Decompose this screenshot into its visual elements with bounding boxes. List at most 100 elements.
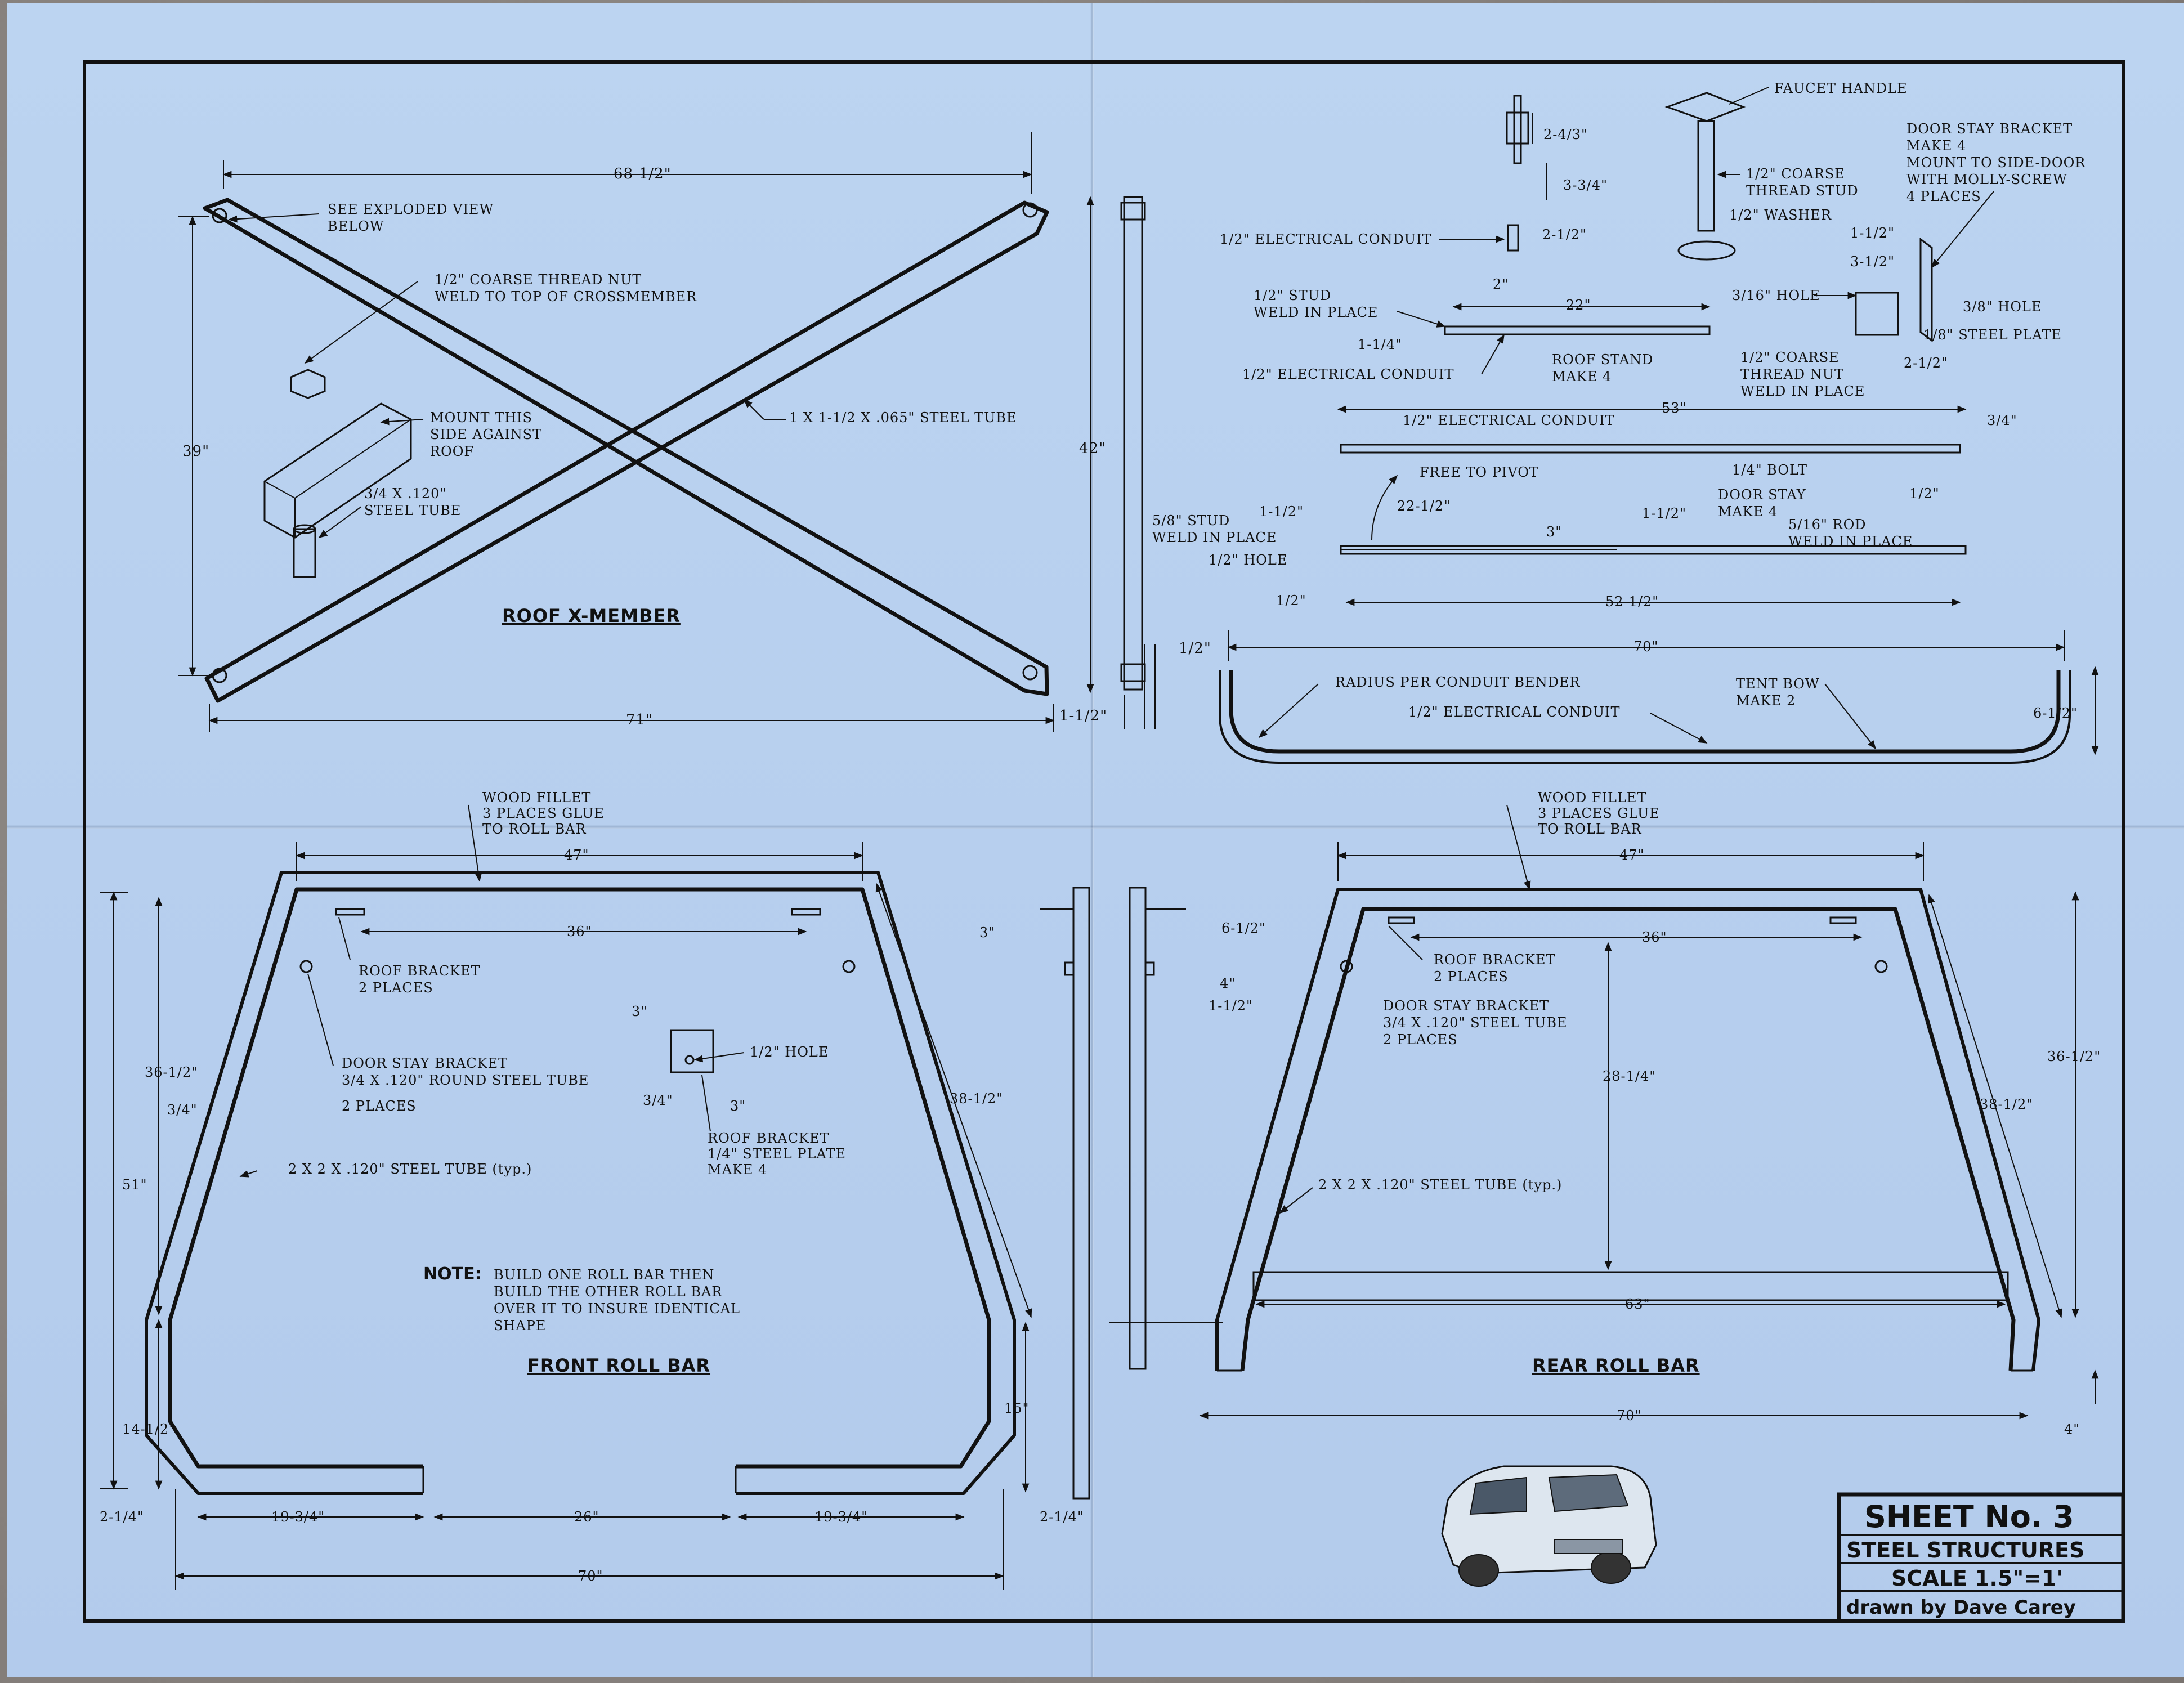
front-d-15: 15" (1004, 1400, 1030, 1416)
front-d-3812: 38-1/2" (950, 1091, 1003, 1107)
rear-rb-2: 2 PLACES (1434, 969, 1509, 984)
front-d-47: 47" (564, 847, 589, 863)
part-d-212: 2-1/2" (1542, 227, 1587, 243)
rear-rb-1: ROOF BRACKET (1434, 952, 1556, 968)
part-washer: 1/2" WASHER (1729, 207, 1832, 223)
rear-fillet-3: TO ROLL BAR (1538, 821, 1642, 837)
roof-exploded-2: BELOW (328, 218, 384, 234)
front-note-4: SHAPE (494, 1318, 546, 1333)
part-d-612: 6-1/2" (2033, 705, 2078, 721)
front-note-1: BUILD ONE ROLL BAR THEN (494, 1267, 714, 1283)
part-dsb-d312: 3-1/2" (1850, 254, 1895, 270)
part-s58-2: WELD IN PLACE (1152, 530, 1277, 545)
rear-roll-bar-outer (1240, 907, 2016, 1371)
rear-dsb-1: DOOR STAY BRACKET (1383, 998, 1549, 1014)
part-conduit-rs: 1/2" ELECTRICAL CONDUIT (1242, 366, 1454, 382)
part-rod-1: 5/16" ROD (1788, 517, 1867, 532)
part-ds-1: DOOR STAY (1718, 487, 1806, 503)
rear-d-4: 4" (2064, 1421, 2080, 1437)
front-d-26: 26" (574, 1509, 599, 1525)
front-d-1934a: 19-3/4" (271, 1509, 325, 1525)
bracket-hole: 1/2" HOLE (750, 1044, 829, 1060)
roof-nut-1: 1/2" COARSE THREAD NUT (435, 272, 642, 288)
rear-dsb-2: 3/4 X .120" STEEL TUBE (1383, 1015, 1568, 1031)
roof-main-tube: 1 X 1-1/2 X .065" STEEL TUBE (789, 410, 1017, 426)
part-hole-38: 3/8" HOLE (1963, 299, 2042, 315)
drawing-canvas: 68-1/2" 39" 71" 42" 1/2" 1-1/2" SEE EXPL… (83, 60, 2125, 1623)
part-faucet: FAUCET HANDLE (1774, 80, 1908, 96)
rear-dsb-3: 2 PLACES (1383, 1032, 1458, 1048)
faucet-handle-part (1664, 92, 1746, 122)
front-fillet-2: 3 PLACES GLUE (482, 805, 605, 821)
part-plate-18: 1/8" STEEL PLATE (1923, 327, 2062, 343)
part-conduit-ds: 1/2" ELECTRICAL CONDUIT (1403, 413, 1614, 428)
part-d-12b: 1/2" (1276, 593, 1306, 608)
crossmember-part (263, 402, 412, 539)
rear-d-70: 70" (1617, 1408, 1642, 1424)
part-d-12r: 1/2" (1909, 486, 1940, 502)
rear-d-36: 36" (1642, 929, 1667, 945)
roof-dim-bottom: 71" (626, 711, 653, 728)
part-bolt: 1/4" BOLT (1732, 462, 1807, 478)
part-rod-2: WELD IN PLACE (1788, 534, 1913, 549)
bracket-d-3b: 3" (730, 1098, 746, 1114)
rear-d-2814: 28-1/4" (1603, 1068, 1656, 1084)
front-d-1934b: 19-3/4" (814, 1509, 868, 1525)
roof-bracket-detail: 3" 1/2" HOLE 3/4" 3" ROOF BRACKET 1/4" S… (632, 1004, 846, 1178)
bracket-d-34: 3/4" (643, 1093, 673, 1108)
nut-part (290, 369, 326, 399)
part-rs-2: MAKE 4 (1552, 369, 1612, 384)
front-rb-2: 2 PLACES (359, 980, 433, 996)
x-member-tube-a (203, 198, 1049, 696)
roof-dim-side-b2: 1-1/2" (1059, 708, 1107, 724)
rear-title: REAR ROLL BAR (1532, 1355, 1700, 1376)
horizontal-fold-crease (7, 825, 2184, 829)
part-d-114: 1-1/4" (1358, 337, 1402, 352)
part-rs-1: ROOF STAND (1552, 352, 1653, 368)
front-note-2: BUILD THE OTHER ROLL BAR (494, 1284, 722, 1300)
part-d-243: 2-4/3" (1543, 127, 1588, 142)
front-d-1412: 14-1/2" (122, 1421, 176, 1437)
part-dsb-2: MAKE 4 (1906, 138, 1966, 154)
part-d-334: 3-3/4" (1563, 177, 1608, 193)
roof-exploded-1: SEE EXPLODED VIEW (328, 202, 494, 217)
sheet-scale: SCALE 1.5"=1' (1891, 1566, 2063, 1591)
roof-mount-2: SIDE AGAINST (430, 427, 542, 442)
roof-mount-3: ROOF (430, 444, 474, 459)
front-title: FRONT ROLL BAR (527, 1355, 710, 1376)
roll-bar-side-views: 3" 6-1/2" 4" 1-1/2" (979, 887, 1265, 1500)
part-tb-1: TENT BOW (1736, 676, 1820, 692)
roof-stand-part (1444, 325, 1711, 335)
front-roll-bar-outer (168, 887, 991, 1469)
door-stay-bracket-plate (1855, 292, 1899, 336)
parts-detail-drawings: 2-4/3" 3-3/4" 2-1/2" 2" 1/2" ELECTRICAL … (1152, 80, 2099, 764)
tent-bow-part (1229, 670, 2061, 754)
front-d-36: 36" (567, 924, 592, 939)
side-d-112: 1-1/2" (1209, 998, 1253, 1014)
part-dsb-d112: 1-1/2" (1850, 225, 1895, 241)
title-block: SHEET No. 3 STEEL STRUCTURES SCALE 1.5"=… (1837, 1492, 2125, 1623)
roof-nut-2: WELD TO TOP OF CROSSMEMBER (435, 289, 697, 305)
part-ctn-2: THREAD NUT (1740, 366, 1844, 382)
roof-tube-1: 3/4 X .120" (364, 486, 446, 502)
vertical-fold-crease (1090, 3, 1094, 1677)
sheet-subject: STEEL STRUCTURES (1846, 1538, 2084, 1563)
part-stud-1: 1/2" STUD (1254, 288, 1331, 303)
front-fillet-3: TO ROLL BAR (482, 821, 587, 837)
front-rb-1: ROOF BRACKET (359, 963, 481, 979)
front-tube: 2 X 2 X .120" STEEL TUBE (typ.) (288, 1161, 532, 1177)
front-d-214b: 2-1/4" (1040, 1509, 1084, 1525)
roof-title: ROOF X-MEMBER (502, 605, 681, 626)
part-coarse-1: 1/2" COARSE (1746, 166, 1845, 182)
front-dsb-2: 3/4 X .120" ROUND STEEL TUBE (342, 1072, 589, 1088)
rear-d-3612: 36-1/2" (2047, 1049, 2101, 1064)
x-member-tube-b (204, 200, 1049, 703)
front-d-34: 3/4" (167, 1102, 198, 1118)
part-tb-2: MAKE 2 (1736, 693, 1796, 709)
part-dsb-3: MOUNT TO SIDE-DOOR (1906, 155, 2085, 171)
side-d-4: 4" (1220, 975, 1236, 991)
part-dsb-4: WITH MOLLY-SCREW (1906, 172, 2067, 187)
bracket-rb-2: 1/4" STEEL PLATE (708, 1146, 846, 1162)
roof-dim-side: 42" (1079, 440, 1106, 457)
